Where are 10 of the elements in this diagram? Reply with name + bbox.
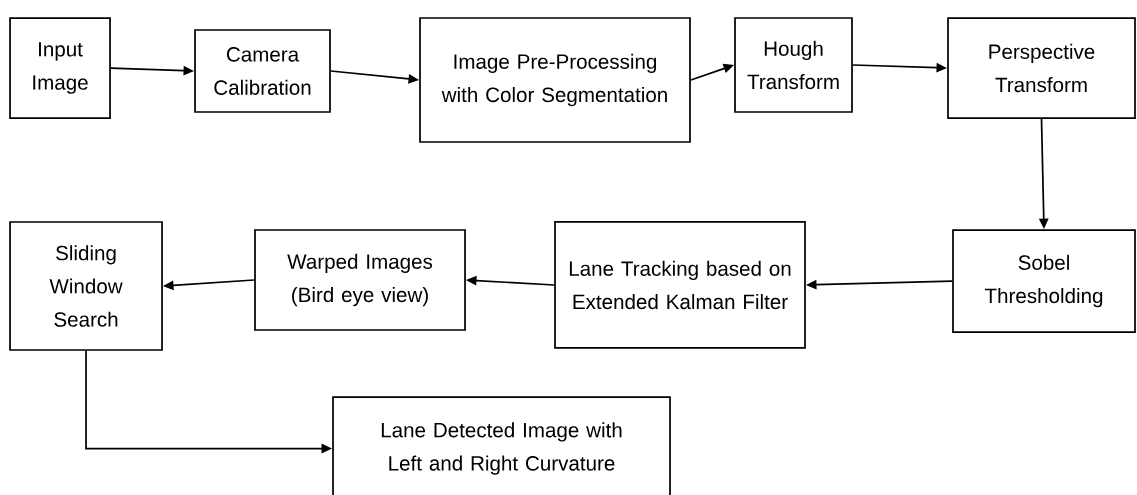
process-box: Input Image [9,17,111,119]
process-box: Camera Calibration [194,29,331,113]
process-box: Image Pre-Processing with Color Segmentation [419,17,691,143]
process-box: Sliding Window Search [9,221,163,351]
process-box: Perspective Transform [947,17,1136,119]
process-box: Hough Transform [734,17,853,113]
process-box: Sobel Thresholding [952,229,1136,333]
process-box: Warped Images (Bird eye view) [254,229,466,331]
process-box: Lane Detected Image with Left and Right Curvature [332,396,671,495]
process-box: Lane Tracking based on Extended Kalman Filter [554,221,806,349]
